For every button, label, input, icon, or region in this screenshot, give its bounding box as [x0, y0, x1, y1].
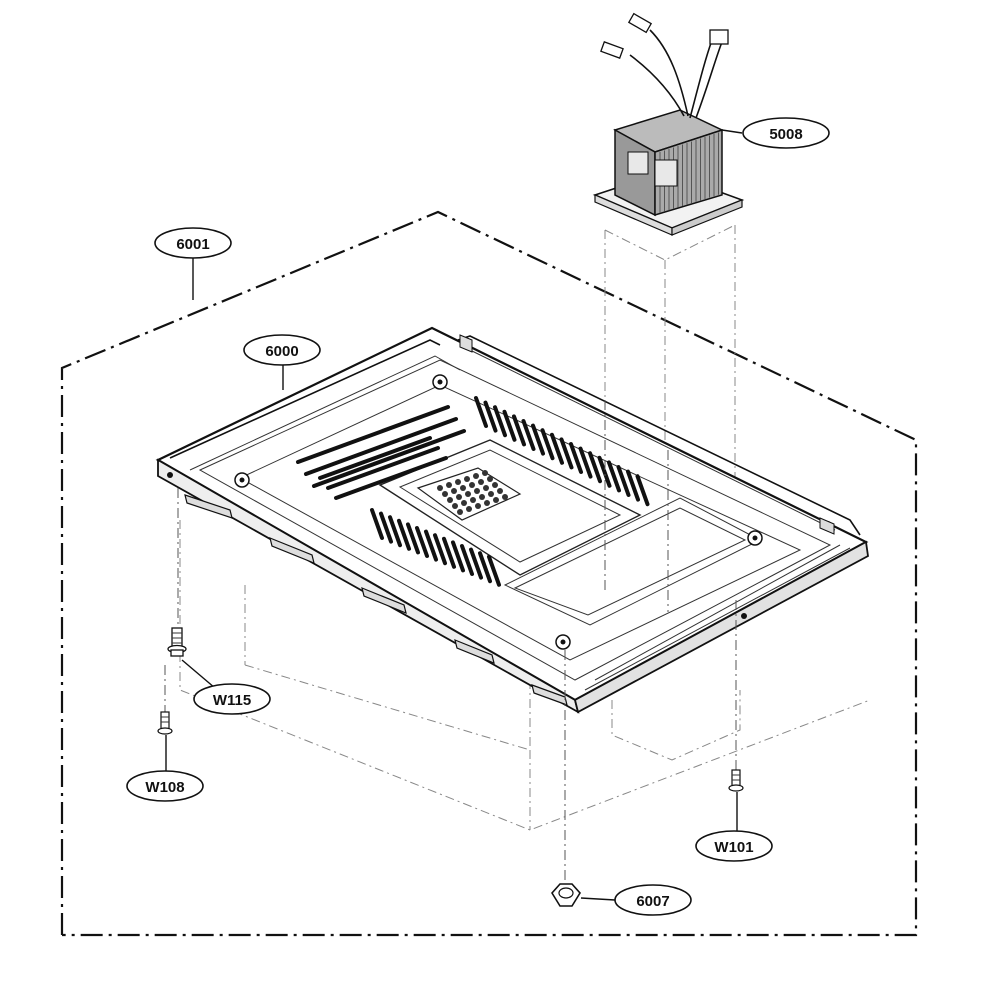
screw-w108	[157, 711, 173, 735]
callout-6001-label: 6001	[176, 236, 209, 253]
screw-w115	[167, 627, 187, 657]
vent-slot	[442, 536, 456, 569]
nut-6007	[551, 883, 581, 907]
center-grille	[437, 470, 508, 515]
grille-hole	[487, 476, 493, 482]
vent-slot	[312, 429, 466, 488]
grille-hole	[465, 491, 471, 497]
grille-hole	[464, 476, 470, 482]
callout-w108: W108	[126, 770, 204, 802]
grille-hole	[479, 494, 485, 500]
grille-hole	[497, 488, 503, 494]
grille-hole	[466, 506, 472, 512]
vent-slot	[433, 533, 447, 566]
callout-5008-label: 5008	[769, 126, 802, 143]
transformer-laminations	[659, 132, 719, 213]
grille-hole	[437, 485, 443, 491]
vent-slot	[626, 469, 640, 502]
vent-slot	[540, 428, 555, 461]
vent-slot	[512, 414, 526, 447]
vent-slot	[370, 508, 384, 540]
base-plate	[155, 326, 869, 714]
grille-hole	[442, 491, 448, 497]
assembly-centerlines	[164, 400, 737, 880]
vent-slot	[550, 432, 564, 465]
grille-hole	[473, 473, 479, 479]
vent-slot	[493, 405, 507, 438]
vent-slot	[379, 511, 393, 544]
vent-slots-front	[370, 508, 501, 587]
callout-w115: W115	[193, 683, 271, 715]
grille-hole	[469, 482, 475, 488]
callout-5008: 5008	[742, 117, 830, 149]
grille-hole	[460, 485, 466, 491]
enclosure-phantom-outline	[60, 210, 918, 937]
vent-slot	[521, 419, 536, 451]
leader-lines	[165, 129, 743, 901]
grille-hole	[446, 482, 452, 488]
grille-hole	[502, 494, 508, 500]
vent-slot	[531, 423, 545, 456]
vent-slot	[478, 551, 492, 584]
vent-slot	[578, 446, 593, 479]
grille-hole	[493, 497, 499, 503]
grille-hole	[484, 500, 490, 506]
grille-hole	[456, 494, 462, 500]
vent-slots-left	[296, 405, 466, 500]
transformer	[592, 12, 745, 236]
callout-w108-label: W108	[145, 779, 184, 796]
vent-slot	[406, 522, 420, 555]
grille-hole	[457, 509, 463, 515]
grille-hole	[483, 485, 489, 491]
vent-slot	[607, 460, 621, 493]
vent-slot	[483, 400, 498, 433]
vent-slots-back	[474, 396, 650, 507]
vent-slot	[559, 437, 574, 470]
grille-hole	[475, 503, 481, 509]
grille-hole	[447, 497, 453, 503]
grille-hole	[478, 479, 484, 485]
vent-slot	[460, 544, 474, 576]
vent-slot	[424, 529, 438, 562]
vent-slot	[502, 409, 517, 442]
grille-hole	[451, 488, 457, 494]
vent-slot	[588, 451, 602, 484]
callout-6000-label: 6000	[265, 343, 298, 360]
vent-slot	[616, 465, 631, 497]
vent-slot	[597, 455, 612, 488]
vent-slot	[334, 456, 448, 500]
hidden-box-ghost	[179, 520, 871, 831]
vent-slot	[415, 526, 429, 558]
callout-w115-label: W115	[213, 692, 251, 709]
grille-hole	[482, 470, 488, 476]
screw-w101	[728, 769, 744, 792]
vent-slot	[318, 436, 432, 480]
callout-w101: W101	[695, 830, 773, 862]
vent-slot	[296, 405, 450, 464]
callout-w101-label: W101	[714, 839, 753, 856]
grille-hole	[474, 488, 480, 494]
callout-6000: 6000	[243, 334, 321, 366]
grille-hole	[461, 500, 467, 506]
grille-hole	[452, 503, 458, 509]
callout-6001: 6001	[154, 227, 232, 259]
vent-slot	[474, 396, 488, 428]
vent-slot	[451, 540, 465, 573]
vent-slot	[469, 547, 483, 580]
vent-slot	[304, 417, 458, 476]
grille-hole	[470, 497, 476, 503]
vent-slot	[326, 446, 440, 490]
grille-hole	[455, 479, 461, 485]
grille-hole	[488, 491, 494, 497]
vent-slot	[487, 554, 501, 587]
grille-hole	[492, 482, 498, 488]
vent-slot	[397, 518, 411, 551]
vent-slot	[635, 474, 650, 507]
vent-slot	[569, 442, 583, 474]
vent-slot	[388, 515, 402, 548]
callout-6007-label: 6007	[636, 893, 669, 910]
callout-6007: 6007	[614, 884, 692, 916]
